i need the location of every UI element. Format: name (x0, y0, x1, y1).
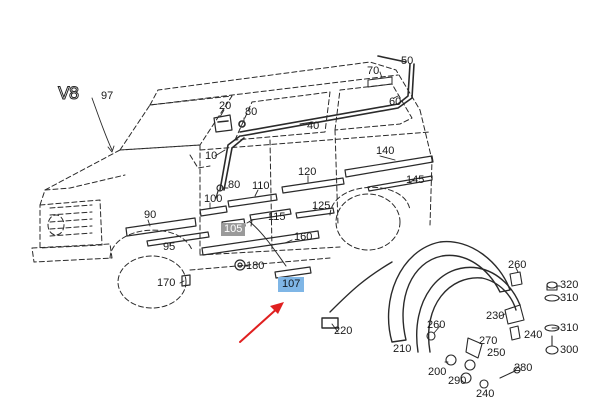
part-label-80: 80 (228, 179, 241, 191)
part-label-240-bottom: 240 (476, 388, 495, 400)
v8-badge: V8 (57, 84, 79, 104)
part-label-220: 220 (334, 325, 353, 337)
part-label-250: 250 (487, 347, 506, 359)
side-moldings (125, 155, 434, 287)
part-label-50: 50 (401, 55, 414, 67)
part-label-310-bottom: 310 (560, 322, 579, 334)
part-label-210: 210 (393, 343, 412, 355)
part-label-40: 40 (307, 120, 320, 132)
red-pointer-arrow (239, 302, 284, 343)
part-label-270: 270 (479, 335, 498, 347)
roof-rail-parts (213, 55, 415, 191)
part-label-100: 100 (204, 193, 223, 205)
part-label-20: 20 (219, 100, 232, 112)
part-label-300: 300 (560, 344, 579, 356)
part-label-280: 280 (514, 362, 533, 374)
part-label-145: 145 (406, 174, 425, 186)
part-label-107: 107 (278, 277, 305, 292)
part-label-230: 230 (486, 310, 505, 322)
part-label-160: 160 (294, 231, 313, 243)
part-label-260-top: 260 (508, 259, 527, 271)
part-label-10: 10 (205, 150, 218, 162)
part-label-180: 180 (246, 260, 265, 272)
part-label-260-bottom: 260 (427, 319, 446, 331)
part-label-110: 110 (252, 180, 270, 192)
fasteners (426, 271, 560, 389)
vehicle-body-outline (31, 61, 433, 309)
part-label-70: 70 (367, 65, 380, 77)
part-label-140: 140 (376, 145, 395, 157)
part-label-310-top: 310 (560, 292, 579, 304)
part-label-290: 290 (448, 375, 467, 387)
part-label-60: 60 (389, 96, 402, 108)
wheel-arch-flares (321, 240, 521, 353)
leader-lines (91, 71, 561, 363)
part-label-320: 320 (560, 279, 579, 291)
part-label-170: 170 (157, 277, 176, 289)
part-label-115: 115 (268, 211, 286, 223)
part-label-95: 95 (163, 241, 176, 253)
part-label-120: 120 (298, 166, 317, 178)
part-label-97: 97 (101, 90, 114, 102)
part-label-200: 200 (428, 366, 447, 378)
part-label-240-mid: 240 (524, 329, 543, 341)
leader-105 (249, 221, 287, 267)
part-label-125: 125 (312, 200, 331, 212)
part-label-80-top: 80 (245, 106, 258, 118)
part-label-90: 90 (144, 209, 157, 221)
part-label-105: 105 (221, 223, 246, 236)
